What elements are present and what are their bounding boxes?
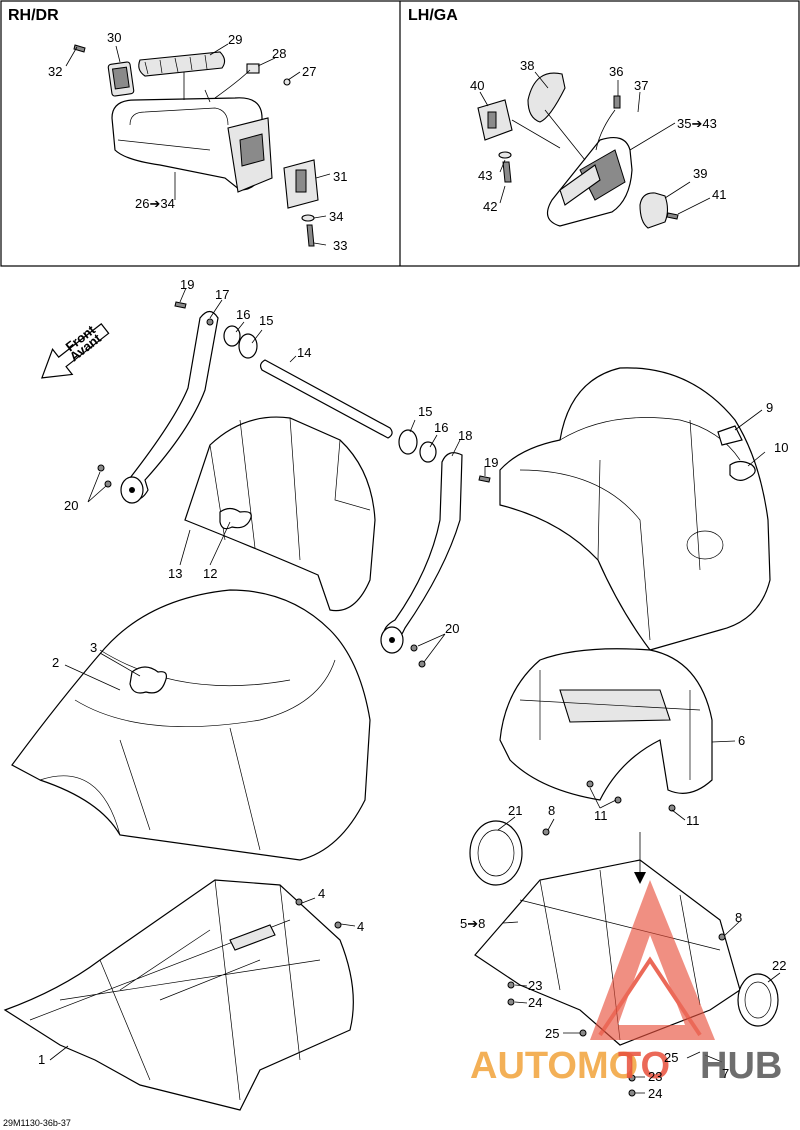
callout-15-left: 15 bbox=[259, 313, 273, 328]
callout-24-left: 24 bbox=[528, 995, 542, 1010]
callout-2: 2 bbox=[52, 655, 59, 670]
watermark bbox=[590, 880, 715, 1040]
driver-seat bbox=[11, 589, 371, 861]
callout-33: 33 bbox=[333, 238, 347, 253]
callout-24-bottom: 24 bbox=[648, 1086, 662, 1101]
callout-4-top: 4 bbox=[318, 886, 325, 901]
callout-22: 22 bbox=[772, 958, 786, 973]
callout-36: 36 bbox=[609, 64, 623, 79]
callout-18: 18 bbox=[458, 428, 472, 443]
passenger-seat bbox=[499, 367, 771, 651]
diagram-reference: 29M1130-36b-37 bbox=[3, 1118, 71, 1128]
callout-8-top: 8 bbox=[548, 803, 555, 818]
callout-26-34: 26➔34 bbox=[135, 196, 175, 211]
callout-27: 27 bbox=[302, 64, 316, 79]
top-panels-frame bbox=[0, 0, 800, 267]
callout-17: 17 bbox=[215, 287, 229, 302]
callout-11-right: 11 bbox=[686, 813, 700, 828]
callout-35-43: 35➔43 bbox=[677, 116, 717, 131]
seat-support bbox=[499, 648, 713, 812]
callout-30: 30 bbox=[107, 30, 121, 45]
callout-4-right: 4 bbox=[357, 919, 364, 934]
callout-labels: 32 30 29 28 27 26➔34 31 34 33 38 40 36 3… bbox=[38, 30, 788, 1101]
callout-16-right: 16 bbox=[434, 420, 448, 435]
callout-40: 40 bbox=[470, 78, 484, 93]
callout-34: 34 bbox=[329, 209, 343, 224]
callout-7: 7 bbox=[722, 1066, 729, 1081]
callout-5-8: 5➔8 bbox=[460, 916, 485, 931]
callout-39: 39 bbox=[693, 166, 707, 181]
callout-20-left: 20 bbox=[64, 498, 78, 513]
callout-14: 14 bbox=[297, 345, 311, 360]
callout-41: 41 bbox=[712, 187, 726, 202]
callout-29: 29 bbox=[228, 32, 242, 47]
backrest-shaft bbox=[97, 301, 491, 668]
callout-16-left: 16 bbox=[236, 307, 250, 322]
backrest-bracket-left bbox=[120, 310, 219, 504]
callout-15-right: 15 bbox=[418, 404, 432, 419]
callout-32: 32 bbox=[48, 64, 62, 79]
callout-13: 13 bbox=[168, 566, 182, 581]
callout-3: 3 bbox=[90, 640, 97, 655]
callout-23-left: 23 bbox=[528, 978, 542, 993]
callout-19-top: 19 bbox=[180, 277, 194, 292]
callout-25-left: 25 bbox=[545, 1026, 559, 1041]
watermark-part3: HUB bbox=[700, 1045, 782, 1087]
callout-25-right: 25 bbox=[664, 1050, 678, 1065]
leader-lines bbox=[49, 43, 781, 1094]
callout-10: 10 bbox=[774, 440, 788, 455]
watermark-part2: TO bbox=[618, 1045, 670, 1087]
callout-23-bottom: 23 bbox=[648, 1069, 662, 1084]
callout-20-right: 20 bbox=[445, 621, 459, 636]
callout-6: 6 bbox=[738, 733, 745, 748]
callout-12: 12 bbox=[203, 566, 217, 581]
callout-21: 21 bbox=[508, 803, 522, 818]
callout-28: 28 bbox=[272, 46, 286, 61]
callout-19-right: 19 bbox=[484, 455, 498, 470]
front-arrow bbox=[41, 323, 110, 379]
backrest bbox=[184, 416, 376, 612]
lh-handle-assembly bbox=[477, 72, 679, 229]
backrest-bracket-right bbox=[380, 452, 463, 654]
rh-handle-assembly bbox=[73, 44, 319, 247]
callout-31: 31 bbox=[333, 169, 347, 184]
panel-title-rh: RH/DR bbox=[8, 7, 59, 24]
callout-9: 9 bbox=[766, 400, 773, 415]
bottom-pan bbox=[3, 879, 354, 1111]
watermark-part1: AUTOMO bbox=[470, 1045, 638, 1087]
callout-42: 42 bbox=[483, 199, 497, 214]
callout-38: 38 bbox=[520, 58, 534, 73]
callout-8-right: 8 bbox=[735, 910, 742, 925]
panel-title-lh: LH/GA bbox=[408, 7, 458, 24]
callout-11-left: 11 bbox=[594, 808, 608, 823]
callout-43: 43 bbox=[478, 168, 492, 183]
callout-37: 37 bbox=[634, 78, 648, 93]
callout-1: 1 bbox=[38, 1052, 45, 1067]
